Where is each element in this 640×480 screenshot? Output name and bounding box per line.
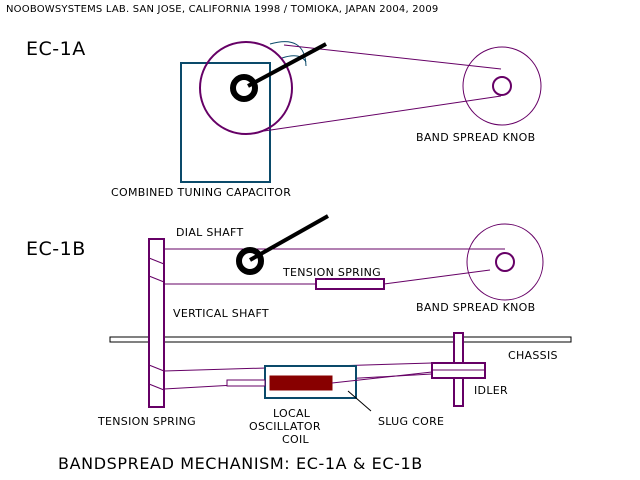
band-spread-knob-shaft [492,76,512,96]
vertical-shaft [148,238,165,408]
shaft-thread [148,275,165,283]
drive-belt-bottom [263,95,502,132]
shaft-thread [148,364,165,372]
tension-spring-top [315,278,385,290]
ec1a-title: EC-1A [26,38,86,60]
vertical-shaft-label: VERTICAL SHAFT [173,307,269,320]
capacitor-plate-arc [281,55,307,63]
chassis-label: CHASSIS [508,349,558,362]
tension-spring-bottom [226,379,266,387]
coil-label-line2: OSCILLATOR [249,420,321,433]
band-spread-knob [466,223,544,301]
ec1a-mechanism [180,41,542,183]
shaft-thread [148,257,165,265]
ec1a-knob-label: BAND SPREAD KNOB [416,131,535,144]
idler-label: IDLER [474,384,508,397]
dial-pointer [247,42,327,88]
ec1b-mechanism [109,214,572,412]
band-spread-knob [462,46,542,126]
band-spread-knob-shaft [495,252,515,272]
dial-shaft-hub [236,247,264,275]
slug-core [269,375,333,391]
tuning-capacitor-body [180,62,271,183]
slug-core-label: SLUG CORE [378,415,444,428]
coil-label-line1: LOCAL [273,407,311,420]
slug-core-leader [347,390,372,412]
tension-spring-top-label: TENSION SPRING [282,266,381,279]
ec1b-title: EC-1B [26,238,86,260]
dial-shaft-pointer [249,214,329,262]
dial-drum [199,41,293,135]
ec1b-knob-label: BAND SPREAD KNOB [416,301,535,314]
chassis-bar [109,336,572,343]
diagram-caption: BANDSPREAD MECHANISM: EC-1A & EC-1B [58,454,423,473]
coil-label-line3: COIL [282,433,309,446]
tension-spring-bottom-label: TENSION SPRING [97,415,196,428]
shaft-thread [148,383,165,391]
dial-shaft-label: DIAL SHAFT [176,226,244,239]
dial-shaft-hub [230,74,258,102]
ec1a-capacitor-label: COMBINED TUNING CAPACITOR [111,186,291,199]
upper-belt-bottom [383,269,491,285]
header-credit: NOOBOWSYSTEMS LAB. SAN JOSE, CALIFORNIA … [6,4,439,15]
core-rod [331,371,433,384]
